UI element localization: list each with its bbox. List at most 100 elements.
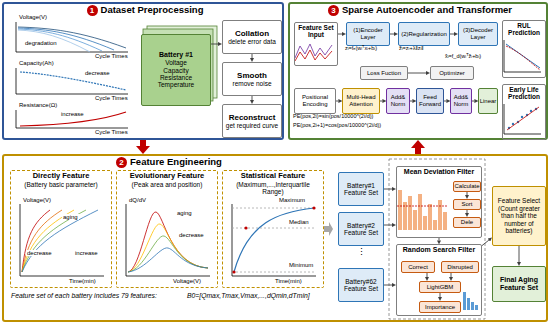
label-holder: x̂ᵢ=f_d(wᵢᵀz̃ᵢ+bᵢ) (444, 54, 482, 60)
plot-label: Median (288, 219, 310, 225)
voltage-curve (18, 29, 102, 51)
flow-arrow (444, 101, 446, 102)
flow-arrow (467, 192, 468, 195)
node-label: (3)Decoder Layer (461, 27, 495, 41)
ic-curve (128, 224, 208, 272)
node-label: Linear (480, 98, 497, 105)
panel-heading: 3Sparse Autoencoder and Transformer (290, 5, 550, 16)
plot-label: decrease (178, 232, 205, 238)
plot-label: decrease (84, 70, 111, 76)
plot-label: Voltage(V) (172, 278, 202, 284)
plot-label: PE(pos,2i+1)=cos(pos/10000^(2i/d)) (292, 123, 382, 129)
flow-arrow (482, 240, 489, 246)
node-label: Loss Fuction (367, 70, 401, 77)
plot-label: dQ/dV (128, 197, 147, 203)
final-set-box: Final Aging Feature Set (492, 266, 546, 302)
node-label: Optimizer (439, 70, 465, 77)
label-holder: Feature set of each battery includes 79 … (10, 293, 158, 300)
feed-forward-block: Feed Forward (416, 88, 444, 114)
label-holder: ⋮ (356, 248, 367, 257)
node-label: Final Aging Feature Set (495, 276, 543, 292)
process-box: Reconstructget required curve (222, 104, 282, 138)
node-detail: Voltage (165, 59, 187, 66)
level-line (232, 208, 314, 272)
plot-label: decrease (26, 250, 53, 256)
node-label: Correct (408, 264, 428, 271)
module-box: RUL Prediction (502, 20, 546, 78)
process-box: Collationdelete error data (222, 20, 282, 54)
axis (16, 68, 128, 94)
threshold-line (397, 206, 448, 207)
flow-arrow (427, 273, 428, 277)
node-label: Feed Forward (419, 94, 441, 108)
autoencoder-layer: (2)Regularization (398, 22, 450, 46)
filter-step: Calculate (453, 181, 481, 192)
flow-arrow (211, 44, 218, 45)
ic-curve (128, 236, 208, 272)
node-label: Evolutionary Feature (130, 172, 205, 181)
flow-arrow (467, 210, 468, 213)
flow-arrow (336, 101, 338, 102)
stat-points (232, 206, 315, 273)
training-box: Optimizer (430, 66, 474, 80)
label-holder: Maximum (278, 197, 306, 203)
node-label: Positional Encoding (297, 94, 333, 108)
flow-arrow (324, 222, 333, 236)
node-label: Early Life Prediction (505, 86, 543, 101)
label-holder: zᵢ=fₑ(wᵢᵀxᵢ+bᵢ) (344, 46, 378, 52)
training-box: Loss Fuction (360, 66, 408, 80)
flow-arrow (338, 34, 342, 35)
flow-arrow (384, 225, 392, 226)
node-label: Collation (235, 29, 269, 38)
panel-heading: 2Feature Engineering (4, 157, 334, 168)
plot-label: aging (176, 210, 193, 216)
plot-label: ⋮ (356, 248, 367, 257)
node-label: (2)Regularization (401, 31, 447, 38)
filter-group (389, 159, 485, 319)
label-holder: Resistance(Ω) (18, 102, 58, 108)
flow-arrow (439, 238, 440, 240)
module-box: Early Life Prediction (502, 84, 546, 140)
plot-label: Cycle Times (94, 53, 129, 59)
flow-arrow (440, 293, 441, 297)
flow-arrow (380, 101, 382, 102)
node-label: LightGBM (427, 284, 454, 291)
label-holder: PE(pos,2i+1)=cos(pos/10000^(2i/d)) (292, 123, 382, 129)
add-norm-block: Add& Norm (386, 88, 410, 114)
node-label: Battery #1 (159, 51, 193, 59)
label-holder: decrease (26, 250, 53, 256)
node-label: Battery#1 Feature Set (341, 182, 381, 197)
axis (232, 204, 316, 276)
rul-prediction (506, 46, 540, 70)
label-holder: Cycle Times (94, 53, 129, 59)
battery-data-stack: Battery #1VoltageCapacityResistanceTempe… (141, 34, 211, 106)
label-holder: Voltage(V) (22, 197, 52, 203)
filter-step: Correct (401, 261, 435, 273)
stage-arrow (140, 140, 146, 146)
label-holder: dQ/dV (128, 197, 147, 203)
feature-panel: Directly Feature(Battery basic parameter… (10, 170, 112, 288)
plot-label: PE(pos,2i)=sin(pos/10000^(2i/d)) (292, 114, 374, 120)
label-holder: PE(pos,2i)=sin(pos/10000^(2i/d)) (292, 114, 374, 120)
stat-curve (234, 208, 314, 272)
callout-number: 1 (87, 5, 98, 16)
flow-arrow (384, 285, 392, 286)
plot-label: Cycle Times (94, 129, 129, 135)
node-detail: Temperature (158, 81, 195, 88)
input-signal (295, 50, 332, 61)
axis (504, 104, 541, 134)
label-holder: Time(min) (68, 278, 97, 284)
node-label: (1)Encoder Layer (349, 27, 387, 41)
node-label: Importance (425, 304, 455, 311)
node-detail: Capacity (163, 67, 188, 74)
voltage-curve (18, 30, 90, 52)
linear-block: Linear (478, 88, 498, 114)
feature-panel: Statistical Feature(Maximum,...,Interqua… (222, 170, 324, 288)
node-label: Smooth (237, 71, 267, 80)
panel-title: Feature Engineering (130, 157, 222, 168)
node-label: Add& Norm (453, 94, 469, 108)
module-box: Positional Encoding (294, 88, 336, 114)
node-label: Reconstruct (229, 113, 276, 122)
node-detail: remove noise (232, 80, 271, 87)
selection-box: Feature Select (Count greater than half … (492, 186, 546, 246)
